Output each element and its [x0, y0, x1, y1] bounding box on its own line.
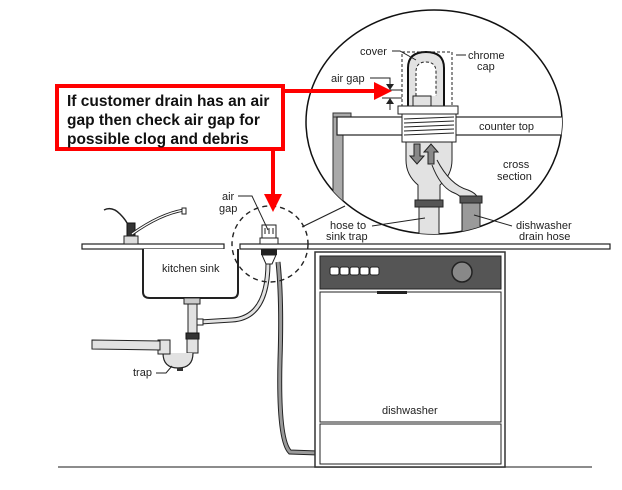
- sink-trap: trap: [91, 303, 200, 379]
- chrome-cap-label-2: cap: [477, 61, 495, 73]
- dishwasher-drain-hose: [275, 261, 319, 456]
- callout-line-3: possible clog and debris: [67, 131, 249, 148]
- dishwasher-label: dishwasher: [382, 405, 438, 417]
- counter-top-label: counter top: [479, 121, 534, 133]
- dishwasher-drain-hose-label-1: dishwasher: [516, 220, 572, 232]
- dishwasher-drain-hose-label-2: drain hose: [519, 231, 570, 243]
- trap-label: trap: [133, 367, 152, 379]
- air-gap-label-1: air: [222, 191, 235, 203]
- cross-section-label-2: section: [497, 171, 532, 183]
- air-gap-leader: [238, 195, 269, 231]
- dishwasher: dishwasher: [314, 251, 506, 468]
- cover-label: cover: [360, 46, 387, 58]
- air-gap-fixture: [259, 224, 279, 265]
- air-gap-highlight-circle: [231, 205, 309, 283]
- callout-line-1: If customer drain has an air: [67, 93, 270, 110]
- dishwasher-buttons: [329, 266, 380, 276]
- cross-section-detail: cover chrome cap air gap counter top cro…: [305, 9, 563, 235]
- air-gap-label-2: gap: [219, 203, 237, 215]
- callout-arrows: [264, 82, 392, 212]
- kitchen-sink-label: kitchen sink: [162, 263, 220, 275]
- callout-line-2: gap then check air gap for: [67, 112, 260, 129]
- hose-to-sink-trap-label-2: sink trap: [326, 231, 368, 243]
- cross-section-label-1: cross: [503, 159, 530, 171]
- hose-to-sink-trap-label-1: hose to: [330, 220, 366, 232]
- air-gap-detail-label: air gap: [331, 73, 365, 85]
- faucet: [103, 207, 187, 245]
- kitchen-sink: kitchen sink: [142, 249, 239, 305]
- counter-top: [81, 243, 611, 250]
- dishwasher-dial: [451, 261, 473, 283]
- callout-box: If customer drain has an air gap then ch…: [55, 84, 285, 151]
- detail-leader: [301, 205, 346, 228]
- chrome-cap-label-1: chrome: [468, 50, 505, 62]
